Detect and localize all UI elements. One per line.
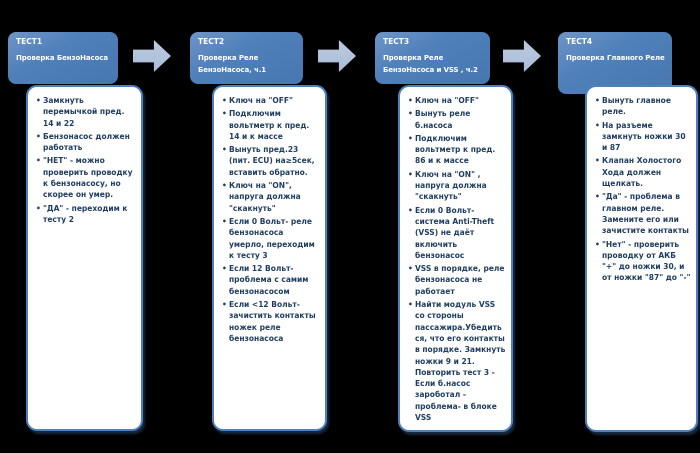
list-item: Ключ на "ON", напруга должна "скакнуть": [222, 180, 320, 214]
step2-title: Проверка Реле БензоНасоса, ч.1: [198, 54, 267, 74]
step4-title: Проверка Главного Реле: [566, 54, 665, 62]
list-item: Найти модуль VSS со стороны пассажира.Уб…: [408, 299, 506, 423]
list-item: Если 0 Вольт- реле бензонасоса умерло, п…: [222, 216, 320, 261]
list-item: "НЕТ" - можно проверить проводку к бензо…: [36, 155, 136, 200]
list-item: Ключ на "ON" , напруга должна "скакнуть": [408, 169, 506, 203]
list-item: Вынуть реле б.насоса: [408, 108, 506, 131]
step1-content-box: Замкнуть перемычкой пред. 14 и 22Бензона…: [26, 85, 143, 431]
list-item: Если <12 Вольт- зачистить контакты ножек…: [222, 299, 320, 344]
step1-header: ТЕСТ1 Проверка БензоНасоса: [8, 32, 118, 84]
list-item: Если 0 Вольт- система Anti-Theft (VSS) н…: [408, 205, 506, 261]
list-item: Бензонасос должен работать: [36, 131, 136, 154]
step3-id: ТЕСТ3: [383, 37, 410, 46]
list-item: Ключ на "OFF": [408, 95, 506, 107]
list-item: Ключ на "OFF": [222, 95, 320, 107]
step4-header: ТЕСТ4 Проверка Главного Реле: [558, 32, 672, 94]
list-item: "Нет" - проверить проводку от АКБ "+" до…: [595, 239, 691, 284]
step2-id: ТЕСТ2: [198, 37, 225, 46]
right-arrow-icon: [133, 40, 171, 72]
list-item: "ДА" - переходим к тесту 2: [36, 203, 136, 226]
list-item: Вынуть главное реле.: [595, 95, 691, 118]
right-arrow-icon: [318, 40, 356, 72]
step3-header: ТЕСТ3 Проверка Реле БензоНасоса и VSS , …: [375, 32, 490, 84]
step1-title: Проверка БензоНасоса: [16, 54, 108, 62]
step2-item-list: Ключ на "OFF"Подключим вольтметр к пред.…: [214, 87, 325, 354]
right-arrow-icon: [503, 40, 541, 72]
list-item: Замкнуть перемычкой пред. 14 и 22: [36, 95, 136, 129]
step2-header: ТЕСТ2 Проверка Реле БензоНасоса, ч.1: [190, 32, 303, 84]
step2-content-box: Ключ на "OFF"Подключим вольтметр к пред.…: [212, 85, 327, 431]
list-item: Вынуть пред.23 (пит. ECU) на≥5сек, встав…: [222, 144, 320, 178]
list-item: На разъеме замкнуть ножки 30 и 87: [595, 120, 691, 154]
list-item: VSS в порядке, реле бензонасоса не работ…: [408, 263, 506, 297]
list-item: "Да" - проблема в главном реле. Замените…: [595, 191, 691, 236]
step1-id: ТЕСТ1: [16, 37, 43, 46]
list-item: Клапан Холостого Хода должен щелкать.: [595, 155, 691, 189]
list-item: Если 12 Вольт- проблема с самим бензонас…: [222, 263, 320, 297]
step3-title: Проверка Реле БензоНасоса и VSS , ч.2: [383, 54, 478, 74]
step4-item-list: Вынуть главное реле.На разъеме замкнуть …: [587, 87, 696, 294]
step3-content-box: Ключ на "OFF"Вынуть реле б.насосаПодключ…: [398, 85, 513, 432]
step3-item-list: Ключ на "OFF"Вынуть реле б.насосаПодключ…: [400, 87, 511, 430]
step1-item-list: Замкнуть перемычкой пред. 14 и 22Бензона…: [28, 87, 141, 235]
step4-id: ТЕСТ4: [566, 37, 593, 46]
step4-content-box: Вынуть главное реле.На разъеме замкнуть …: [585, 85, 698, 432]
list-item: Подключим вольтметр к пред. 14 и к массе: [222, 108, 320, 142]
list-item: Подключим вольтметр к пред. 86 и к массе: [408, 133, 506, 167]
